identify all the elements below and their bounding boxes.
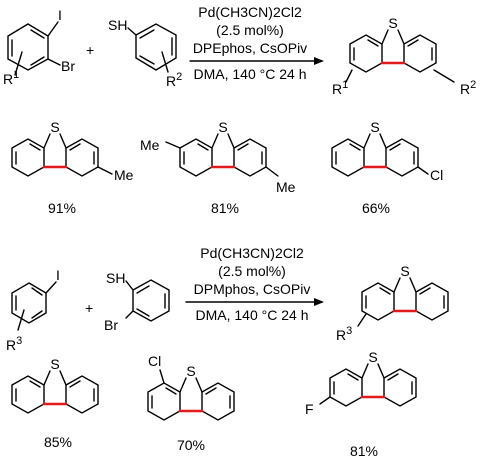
ex3-chloro: Cl [430, 167, 443, 183]
ex5-chloro: Cl [148, 353, 161, 369]
reactant-bromothiophenol: SH Br [104, 270, 170, 333]
sulfur-label-2: S [400, 263, 409, 279]
example-2-methyl: S Me 91% [11, 119, 134, 216]
ex1-methyl: Me [114, 167, 134, 183]
example-chloro: S Cl 66% [331, 119, 443, 216]
plus-sign-2: + [85, 300, 93, 316]
ex3-yield: 66% [362, 200, 390, 216]
reactant-iodobromobenzene: I Br R1 [3, 7, 75, 87]
ex6-fluoro: F [305, 401, 314, 417]
bromo-label-2: Br [104, 317, 118, 333]
ex4-yield: 85% [44, 434, 72, 450]
example-2-fluoro: S F 81% [305, 349, 417, 459]
product-dibenzothiophene-2: S R3 [336, 263, 449, 343]
ex2-methyl-right: Me [276, 179, 296, 195]
examples-row-1: S Me 91% S Me Me 81% [11, 119, 443, 216]
ex6-sulfur: S [368, 349, 377, 365]
example-4-chloro: S Cl 70% [147, 353, 235, 453]
examples-row-2: S 85% S Cl 70% [11, 349, 417, 459]
ex5-sulfur: S [186, 363, 195, 379]
conditions-label-2: DMA, 140 °C 24 h [196, 307, 309, 323]
example-dimethyl: S Me Me 81% [140, 119, 296, 216]
ligand-base-label: DPEphos, CsOPiv [193, 40, 307, 56]
ex1-sulfur: S [50, 119, 59, 135]
r1-label: R1 [3, 69, 19, 87]
loading-label: (2.5 mol%) [216, 22, 284, 38]
reaction-1: I Br R1 + SH R2 Pd(CH3CN)2Cl2 (2.5 mol%)… [3, 4, 476, 97]
catalyst-label: Pd(CH3CN)2Cl2 [198, 4, 302, 20]
r3-label: R3 [6, 335, 22, 353]
product-dibenzothiophene: S R1 R2 [332, 15, 476, 97]
ex2-methyl-left: Me [140, 137, 160, 153]
reaction-2: I R3 + SH Br Pd(CH3CN)2Cl2 (2.5 mol%) DP… [6, 245, 449, 353]
conditions-2: Pd(CH3CN)2Cl2 (2.5 mol%) DPMphos, CsOPiv… [185, 245, 324, 323]
product-r3-label: R3 [336, 325, 352, 343]
reactant-iodoarene: I R3 [6, 267, 60, 353]
ex2-sulfur: S [218, 119, 227, 135]
ex2-yield: 81% [211, 200, 239, 216]
sulfur-label: S [388, 15, 397, 31]
ex1-yield: 91% [48, 200, 76, 216]
product-r1-label: R1 [332, 79, 348, 97]
example-parent: S 85% [11, 356, 99, 450]
catalyst-label-2: Pd(CH3CN)2Cl2 [200, 245, 304, 261]
ligand-base-label-2: DPMphos, CsOPiv [194, 281, 311, 297]
product-r2-label: R2 [460, 79, 476, 97]
iodo-label: I [58, 7, 62, 23]
iodo-label-2: I [56, 267, 60, 283]
thiol-label: SH [108, 17, 127, 33]
loading-label-2: (2.5 mol%) [218, 263, 286, 279]
conditions-1: Pd(CH3CN)2Cl2 (2.5 mol%) DPEphos, CsOPiv… [189, 4, 324, 82]
conditions-label: DMA, 140 °C 24 h [194, 66, 307, 82]
thiol-label-2: SH [106, 270, 125, 286]
bromo-label: Br [61, 58, 75, 74]
r2-label: R2 [166, 71, 182, 89]
plus-sign: + [86, 42, 94, 58]
reactant-thiophenol: SH R2 [108, 17, 182, 89]
ex3-sulfur: S [370, 119, 379, 135]
ex5-yield: 70% [177, 437, 205, 453]
ex4-sulfur: S [50, 356, 59, 372]
ex6-yield: 81% [350, 443, 378, 459]
